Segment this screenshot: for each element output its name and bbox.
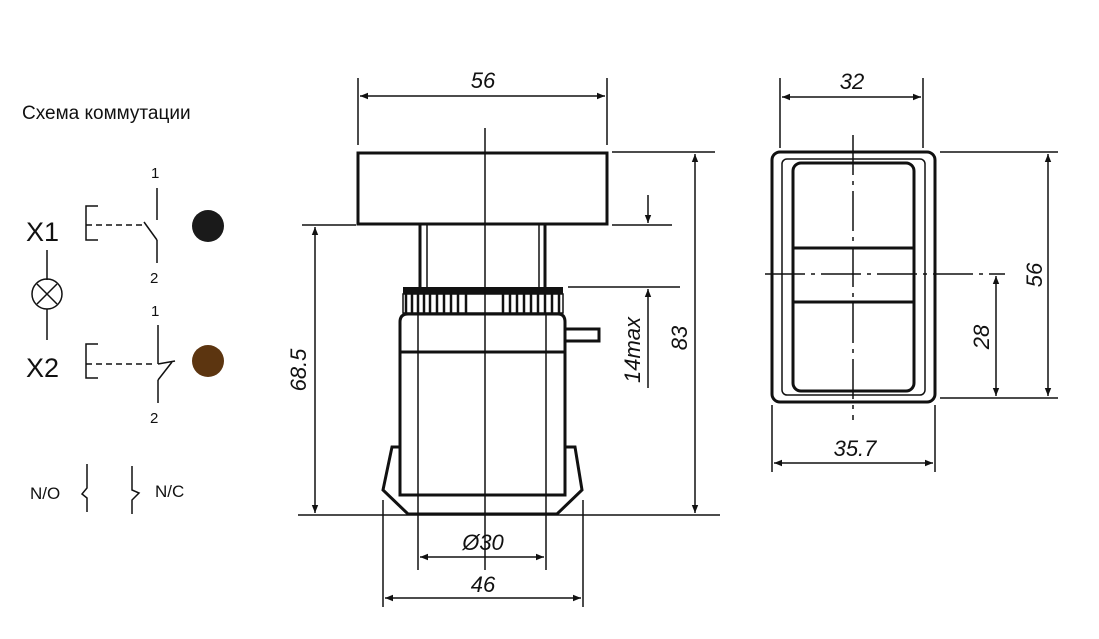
pin-2-label: 2 — [150, 410, 158, 427]
dim-height-28: 28 — [969, 324, 994, 350]
black-button-dot — [192, 210, 224, 242]
nc-label: N/C — [155, 482, 184, 501]
knurled-ring — [403, 287, 563, 294]
side-tab — [563, 327, 601, 343]
x2-label: X2 — [26, 353, 59, 383]
normally-open-contact-icon — [85, 188, 158, 263]
dim-height-56: 56 — [1022, 262, 1047, 287]
normally-closed-contact-icon — [85, 325, 176, 403]
dim-height-83: 83 — [667, 325, 692, 350]
brown-button-dot — [192, 345, 224, 377]
dim-height-68-5: 68.5 — [286, 348, 311, 392]
no-symbol-icon — [80, 464, 88, 512]
dim-stroke-14max: 14max — [620, 316, 645, 383]
switching-schematic: Схема коммутации X1 X2 1 2 — [22, 103, 224, 514]
pin-1-label: 1 — [151, 303, 159, 320]
dim-width-56: 56 — [471, 68, 496, 93]
pin-2-label: 2 — [150, 270, 158, 287]
dim-diameter-30: Ø30 — [461, 530, 504, 555]
front-view: 56 68.5 14max 83 Ø30 — [286, 68, 720, 607]
nc-symbol-icon — [131, 466, 141, 514]
x1-label: X1 — [26, 217, 59, 247]
dim-width-32: 32 — [840, 69, 864, 94]
button-cap — [356, 151, 609, 226]
pin-1-label: 1 — [151, 165, 159, 182]
mounting-bracket — [381, 445, 584, 516]
dim-width-35-7: 35.7 — [834, 436, 878, 461]
switch-body — [398, 312, 567, 497]
side-view: 32 56 28 35.7 — [765, 69, 1058, 472]
schematic-title: Схема коммутации — [22, 103, 191, 124]
no-label: N/O — [30, 484, 60, 503]
lamp-icon — [31, 250, 63, 340]
dim-width-46: 46 — [471, 572, 496, 597]
